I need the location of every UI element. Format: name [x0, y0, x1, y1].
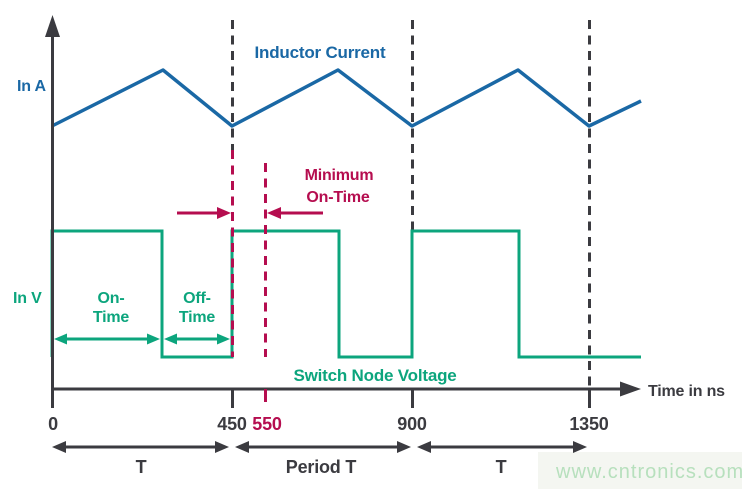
off-time-arrow [164, 333, 230, 345]
off-time-arrowhead-right-icon [217, 333, 230, 345]
watermark-text: www.cntronics.com [555, 461, 742, 483]
tick-label-1350: 1350 [569, 414, 608, 434]
inductor-current-label: Inductor Current [255, 43, 386, 62]
tick-label-0: 0 [48, 414, 58, 434]
watermark-background [538, 452, 742, 489]
on-time-arrowhead-right-icon [147, 333, 160, 345]
inductor-current-trace [51, 68, 642, 128]
tick-label-450: 450 [217, 414, 247, 434]
switch-node-voltage-trace [50, 229, 641, 359]
min-on-time-right-arrowhead-icon [267, 207, 281, 219]
y-axis-label-current: In A [17, 78, 46, 95]
tick-label-900: 900 [397, 414, 427, 434]
off-time-label-line1: Off- [183, 290, 211, 307]
span-period-t-arrowhead-left-icon [235, 441, 249, 453]
min-on-time-label-line1: Minimum [305, 167, 374, 184]
tick-label-550: 550 [252, 414, 282, 434]
min-on-time-arrows [177, 207, 323, 219]
x-axis-arrowhead-icon [620, 381, 641, 397]
span-label-t1: T [136, 457, 147, 477]
y-axis-label-voltage: In V [13, 290, 42, 307]
min-on-time-label-line2: On-Time [306, 189, 370, 206]
span-label-period-t: Period T [286, 457, 357, 477]
span-t2-arrowhead-left-icon [417, 441, 431, 453]
span-t1-arrowhead-left-icon [52, 441, 66, 453]
off-time-label-line2: Time [179, 309, 216, 326]
min-on-time-left-arrowhead-icon [217, 207, 231, 219]
y-axis [45, 15, 60, 390]
on-time-arrowhead-left-icon [54, 333, 67, 345]
y-axis-arrowhead-icon [45, 15, 60, 37]
off-time-arrowhead-left-icon [164, 333, 177, 345]
on-time-label-line2: Time [93, 309, 130, 326]
period-span-arrows [52, 441, 587, 453]
on-time-arrow [54, 333, 160, 345]
switch-node-voltage-label: Switch Node Voltage [293, 366, 456, 385]
span-label-t2: T [496, 457, 507, 477]
x-axis-label: Time in ns [648, 383, 725, 400]
x-axis [51, 381, 641, 408]
span-t2-arrowhead-right-icon [573, 441, 587, 453]
span-period-t-arrowhead-right-icon [397, 441, 411, 453]
on-time-label-line1: On- [98, 290, 125, 307]
span-t1-arrowhead-right-icon [215, 441, 229, 453]
